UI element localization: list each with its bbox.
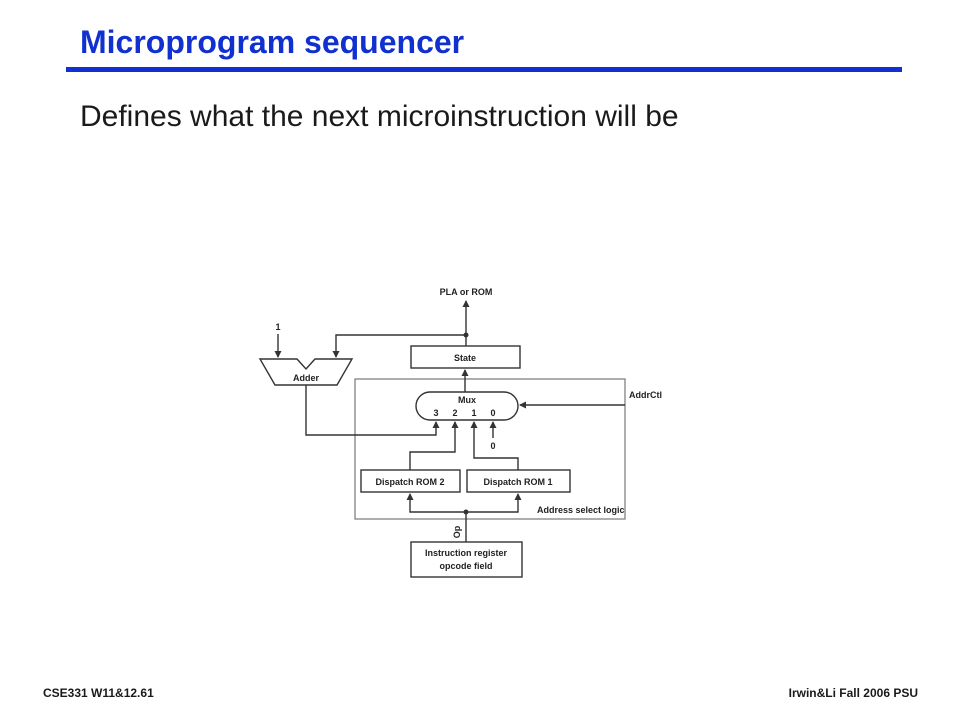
footer-course: CSE331 W11&12.61 [43,686,154,700]
addrctl-label: AddrCtl [629,390,662,400]
rom2-to-mux-line [409,421,459,470]
mux-label: Mux [458,395,476,405]
mux-block [415,391,519,421]
state-to-adder-line [332,334,466,358]
op-label: Op [452,525,462,538]
dispatch-rom-1-label: Dispatch ROM 1 [483,477,552,487]
rom1-to-mux-line [470,421,519,470]
pla-rom-label: PLA or ROM [440,287,493,297]
zero-input-label: 0 [490,441,495,451]
address-select-label: Address select logic [537,505,625,515]
address-select-box [354,378,626,520]
adder-label: Adder [293,373,320,383]
state-label: State [454,353,476,363]
ir-label-line1: Instruction register [425,548,508,558]
adder-to-mux-line [305,385,440,436]
op-junction-dot [463,509,469,515]
instruction-register [410,541,523,578]
dispatch-rom-2-label: Dispatch ROM 2 [375,477,444,487]
adder-input-one: 1 [275,322,280,332]
ir-label-line2: opcode field [439,561,492,571]
state-register [410,345,521,369]
mux-input-2-label: 2 [452,408,457,418]
title-underline [66,67,902,72]
mux-input-3-label: 3 [433,408,438,418]
slide-subtitle: Defines what the next microinstruction w… [80,100,679,133]
mux-input-0-label: 0 [490,408,495,418]
mux-input-1-label: 1 [471,408,476,418]
footer-credit: Irwin&Li Fall 2006 PSU [788,686,918,700]
adder-block [258,358,354,386]
slide-title: Microprogram sequencer [80,24,465,60]
op-to-rom2-line [406,493,466,513]
op-to-rom1-line [466,493,522,513]
